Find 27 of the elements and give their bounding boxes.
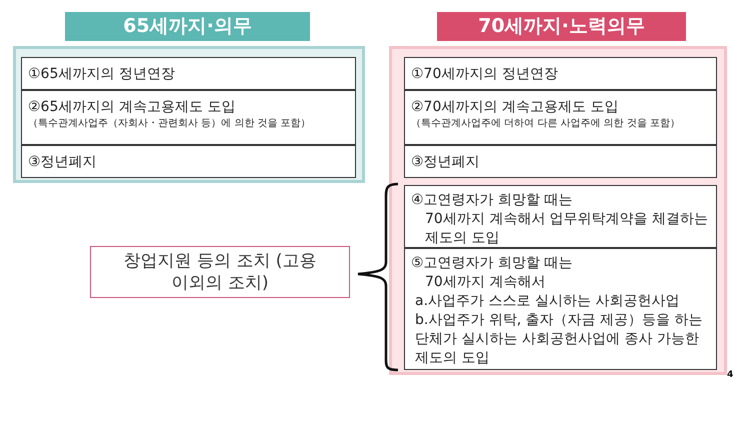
list-item <box>404 145 717 178</box>
box-text: 창업지원 등의 조치 (고용 이외의 조치) <box>122 250 318 294</box>
list-item <box>21 145 356 178</box>
item-text: ①65세까지의 정년연장 <box>28 65 176 84</box>
item-text: ④고연령자가 희망할 때는 <box>411 191 574 210</box>
list-item <box>21 57 356 90</box>
item-text: 70세까지 계속해서 <box>424 273 546 292</box>
item-text: ②65세까지의 계속고용제도 도입 <box>28 98 236 117</box>
note-text: （특수관계사업주（자회사・관련회사 등）에 의한 것을 포함） <box>28 117 312 131</box>
item-text: b.사업주가 위탁, 출자（자금 제공）등을 하는 단체가 실시하는 사회공헌사업에 종사 가능한 제도의 도입 <box>414 311 704 368</box>
note-text: （특수관계사업주에 더하여 다른 사업주에 의한 것을 포함） <box>411 117 682 131</box>
measure-box <box>90 246 350 298</box>
panel-heading: 65세까지·의무 <box>65 12 310 41</box>
panel-heading: 70세까지·노력의무 <box>437 12 686 41</box>
item-text: ①70세까지의 정년연장 <box>411 65 559 84</box>
list-item <box>404 57 717 90</box>
item-text: a.사업주가 스스로 실시하는 사회공헌사업 <box>414 292 680 311</box>
item-text: ②70세까지의 계속고용제도 도입 <box>411 98 620 117</box>
list-item <box>404 185 717 248</box>
list-item <box>404 248 717 370</box>
item-text: ③정년폐지 <box>411 153 481 172</box>
item-text: ⑤고연령자가 희망할 때는 <box>411 254 574 273</box>
list-item <box>404 90 717 145</box>
item-text: 70세까지 계속해서 업무위탁계약을 체결하는 제도의 도입 <box>424 210 710 248</box>
list-item <box>21 90 356 145</box>
item-text: ③정년폐지 <box>28 153 98 172</box>
page-number: 4 <box>727 370 733 380</box>
